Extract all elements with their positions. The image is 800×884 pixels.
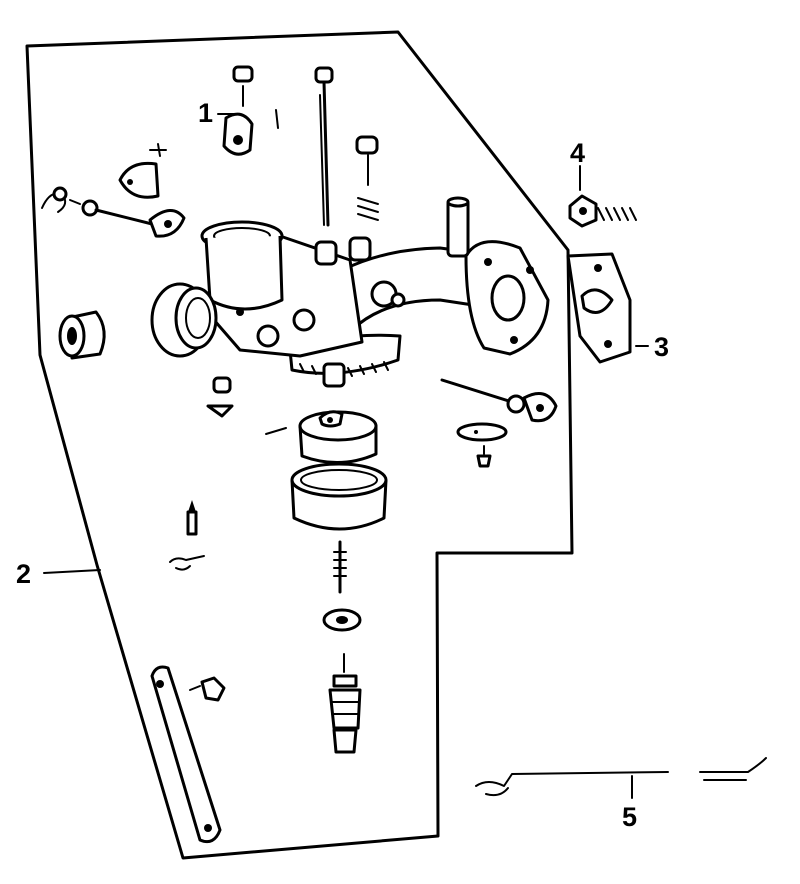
main-jet-parts bbox=[322, 540, 362, 754]
callout-5: 5 bbox=[622, 802, 637, 832]
carburetor-body bbox=[150, 196, 550, 388]
throttle-shaft bbox=[440, 378, 558, 423]
part-2-callout: 2 bbox=[16, 559, 101, 589]
part-4-screw-spring: 4 bbox=[568, 138, 637, 228]
callout-1: 1 bbox=[198, 98, 213, 128]
choke-shaft bbox=[41, 186, 186, 238]
bushing bbox=[58, 310, 106, 360]
part-1-screw-group: 1 bbox=[198, 65, 279, 156]
small-pin-parts bbox=[169, 500, 205, 571]
part-3-gasket: 3 bbox=[566, 252, 669, 364]
callout-3: 3 bbox=[654, 332, 669, 362]
throttle-plate bbox=[456, 422, 508, 468]
panel-outline bbox=[25, 30, 574, 860]
float bbox=[298, 410, 378, 465]
choke-plate bbox=[118, 143, 167, 199]
float-pin-parts bbox=[206, 376, 287, 435]
float-bowl bbox=[290, 462, 388, 531]
part-5-governor-link: 5 bbox=[475, 757, 767, 832]
idle-screw-spring bbox=[355, 135, 379, 221]
link-bracket bbox=[150, 665, 226, 844]
callout-4: 4 bbox=[570, 138, 585, 168]
long-adjust-screw bbox=[314, 66, 334, 227]
callout-2: 2 bbox=[16, 559, 31, 589]
